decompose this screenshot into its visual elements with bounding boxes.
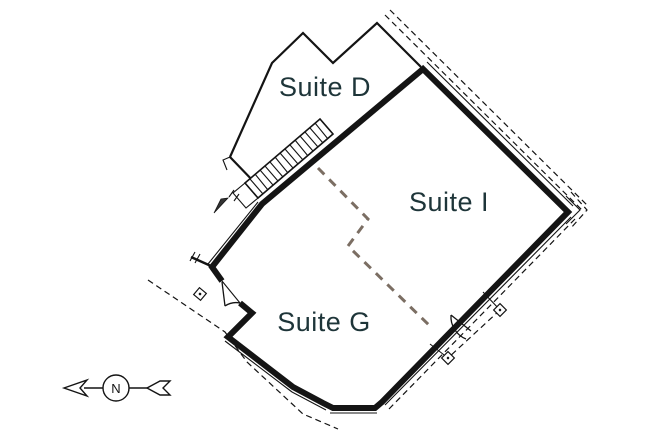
wall-facing-lines	[207, 61, 581, 414]
suite-g-west-door-swing	[221, 281, 241, 307]
entry-porch	[429, 291, 501, 359]
wedge-mark	[213, 197, 230, 214]
southwest-dashed-line	[147, 279, 339, 430]
suite-d-corner-notch	[222, 156, 231, 171]
north-label: N	[111, 381, 120, 396]
deck-post	[440, 350, 456, 366]
main-wall-outline	[208, 64, 573, 411]
suite-d-label: Suite D	[279, 72, 371, 102]
suite-g-label: Suite G	[277, 307, 371, 337]
suite-d-walls	[228, 21, 422, 185]
porch-rails	[429, 291, 501, 359]
deck-post	[492, 302, 508, 318]
overhang-dashed-lines	[147, 9, 590, 430]
porch-outer-edge	[447, 309, 501, 359]
stub-line	[190, 255, 212, 268]
compass-fletching-icon	[145, 380, 172, 396]
stub-hatch-ticks	[189, 251, 201, 264]
southeast-dashed-line	[388, 218, 576, 410]
cut-wall-stub	[189, 251, 212, 268]
landing-hatch-ticks	[228, 189, 240, 202]
suite-d-outline	[222, 21, 422, 185]
deck-posts	[192, 286, 508, 366]
deck-post	[192, 286, 208, 302]
tenant-separation-line	[316, 166, 435, 331]
doors	[221, 280, 472, 340]
suite-g-west-door-sill	[221, 280, 241, 304]
compass-arrowhead-icon	[61, 378, 90, 398]
compass-circle	[102, 374, 130, 402]
stairs	[228, 117, 335, 209]
right-corner-chevron	[565, 195, 581, 225]
right-corner-dashed-chevron	[570, 191, 588, 229]
exterior-walls	[208, 64, 573, 411]
facing-lines	[207, 61, 574, 414]
suite-i-label: Suite I	[409, 187, 489, 217]
northeast-dashed-lines	[384, 9, 590, 213]
stair-landing	[232, 182, 259, 209]
north-arrow: N	[61, 374, 172, 402]
southeast-entry-door-swing	[450, 314, 472, 340]
